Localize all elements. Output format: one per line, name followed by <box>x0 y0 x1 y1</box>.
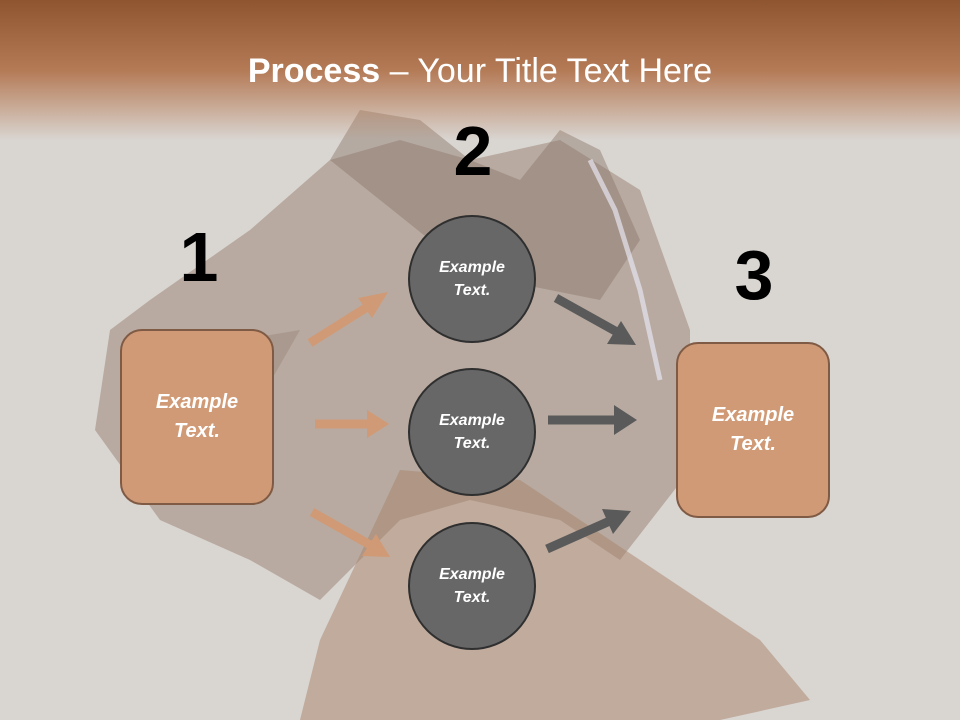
title-bold: Process <box>247 52 381 90</box>
step-1-text: Example Text. <box>155 391 239 442</box>
header-band <box>0 0 960 140</box>
arrow-top-to-3 <box>553 294 636 345</box>
step-3-box: Example Text. <box>676 342 830 518</box>
arrow-1-to-middle <box>315 410 389 438</box>
step-2-circle-middle: Example Text. <box>408 368 536 496</box>
step-2-circle-middle-text: Example Text. <box>439 412 505 452</box>
step-3-text: Example Text. <box>711 404 795 455</box>
title-rest: – Your Title Text Here <box>380 52 713 90</box>
step-1-box: Example Text. <box>120 329 274 505</box>
arrow-bottom-to-3 <box>545 509 631 554</box>
step-2-circle-top: Example Text. <box>408 215 536 343</box>
step-2-circle-bottom-text: Example Text. <box>439 566 505 606</box>
step-number-1: 1 <box>179 218 219 296</box>
step-2-circle-top-text: Example Text. <box>439 259 505 299</box>
arrow-1-to-bottom <box>309 508 390 557</box>
arrow-middle-to-3 <box>548 405 637 435</box>
slide-title: Process – Your Title Text Here <box>0 52 960 91</box>
step-2-circle-bottom: Example Text. <box>408 522 536 650</box>
step-number-2: 2 <box>453 112 493 190</box>
arrow-1-to-top <box>307 292 388 347</box>
step-number-3: 3 <box>734 236 774 314</box>
